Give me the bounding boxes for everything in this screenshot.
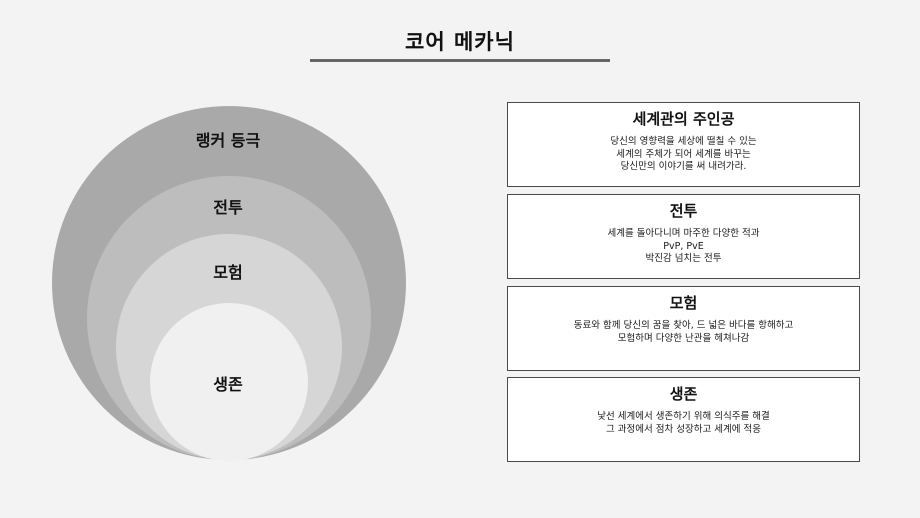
nested-circle-diagram: 랭커 등극 전투 모험 생존: [52, 106, 406, 461]
ring-survival-circle: [150, 303, 308, 461]
card-adventure: 모험 동료와 함께 당신의 꿈을 찾아, 드 넓은 바다를 항해하고 모험하며 …: [507, 286, 860, 371]
ring-label-rank: 랭커 등극: [195, 131, 261, 150]
card-line: 당신의 영향력을 세상에 떨칠 수 있는: [610, 136, 757, 147]
card-line: 동료와 함께 당신의 꿈을 찾아, 드 넓은 바다를 항해하고: [573, 320, 794, 331]
card-protagonist: 세계관의 주인공 당신의 영향력을 세상에 떨칠 수 있는 세계의 주체가 되어…: [507, 102, 860, 187]
card-line: 모험하며 다양한 난관을 헤쳐나감: [617, 332, 750, 344]
card-title: 모험: [669, 294, 698, 312]
card-line: 박진감 넘치는 전투: [645, 253, 722, 264]
ring-label-combat: 전투: [213, 198, 243, 217]
card-line: 낯선 세계에서 생존하기 위해 의식주를 해결: [597, 411, 770, 422]
card-body: 동료와 함께 당신의 꿈을 찾아, 드 넓은 바다를 항해하고 모험하며 다양한…: [508, 320, 859, 345]
card-line: 당신만의 이야기를 써 내려가라.: [620, 161, 747, 172]
title-underline: [310, 59, 610, 62]
circles-svg: [52, 106, 406, 461]
card-title: 세계관의 주인공: [632, 110, 735, 128]
card-survival: 생존 낯선 세계에서 생존하기 위해 의식주를 해결 그 과정에서 점차 성장하…: [507, 377, 860, 462]
card-title: 전투: [669, 202, 698, 220]
ring-label-adventure: 모험: [213, 263, 243, 282]
card-line: 그 과정에서 점차 성장하고 세계에 적응: [606, 423, 761, 435]
card-line: 세계를 돌아다니며 마주한 다양한 적과: [607, 228, 760, 239]
ring-label-survival: 생존: [213, 375, 243, 394]
card-combat: 전투 세계를 돌아다니며 마주한 다양한 적과 PvP, PvE 박진감 넘치는…: [507, 194, 860, 279]
card-body: 세계를 돌아다니며 마주한 다양한 적과 PvP, PvE 박진감 넘치는 전투: [508, 228, 859, 266]
card-line: 세계의 주체가 되어 세계를 바꾸는: [616, 148, 751, 160]
card-body: 낯선 세계에서 생존하기 위해 의식주를 해결 그 과정에서 점차 성장하고 세…: [508, 411, 859, 436]
page-title: 코어 메카닉: [405, 30, 515, 54]
card-body: 당신의 영향력을 세상에 떨칠 수 있는 세계의 주체가 되어 세계를 바꾸는 …: [508, 136, 859, 174]
card-line: PvP, PvE: [663, 240, 704, 252]
card-title: 생존: [669, 385, 698, 403]
